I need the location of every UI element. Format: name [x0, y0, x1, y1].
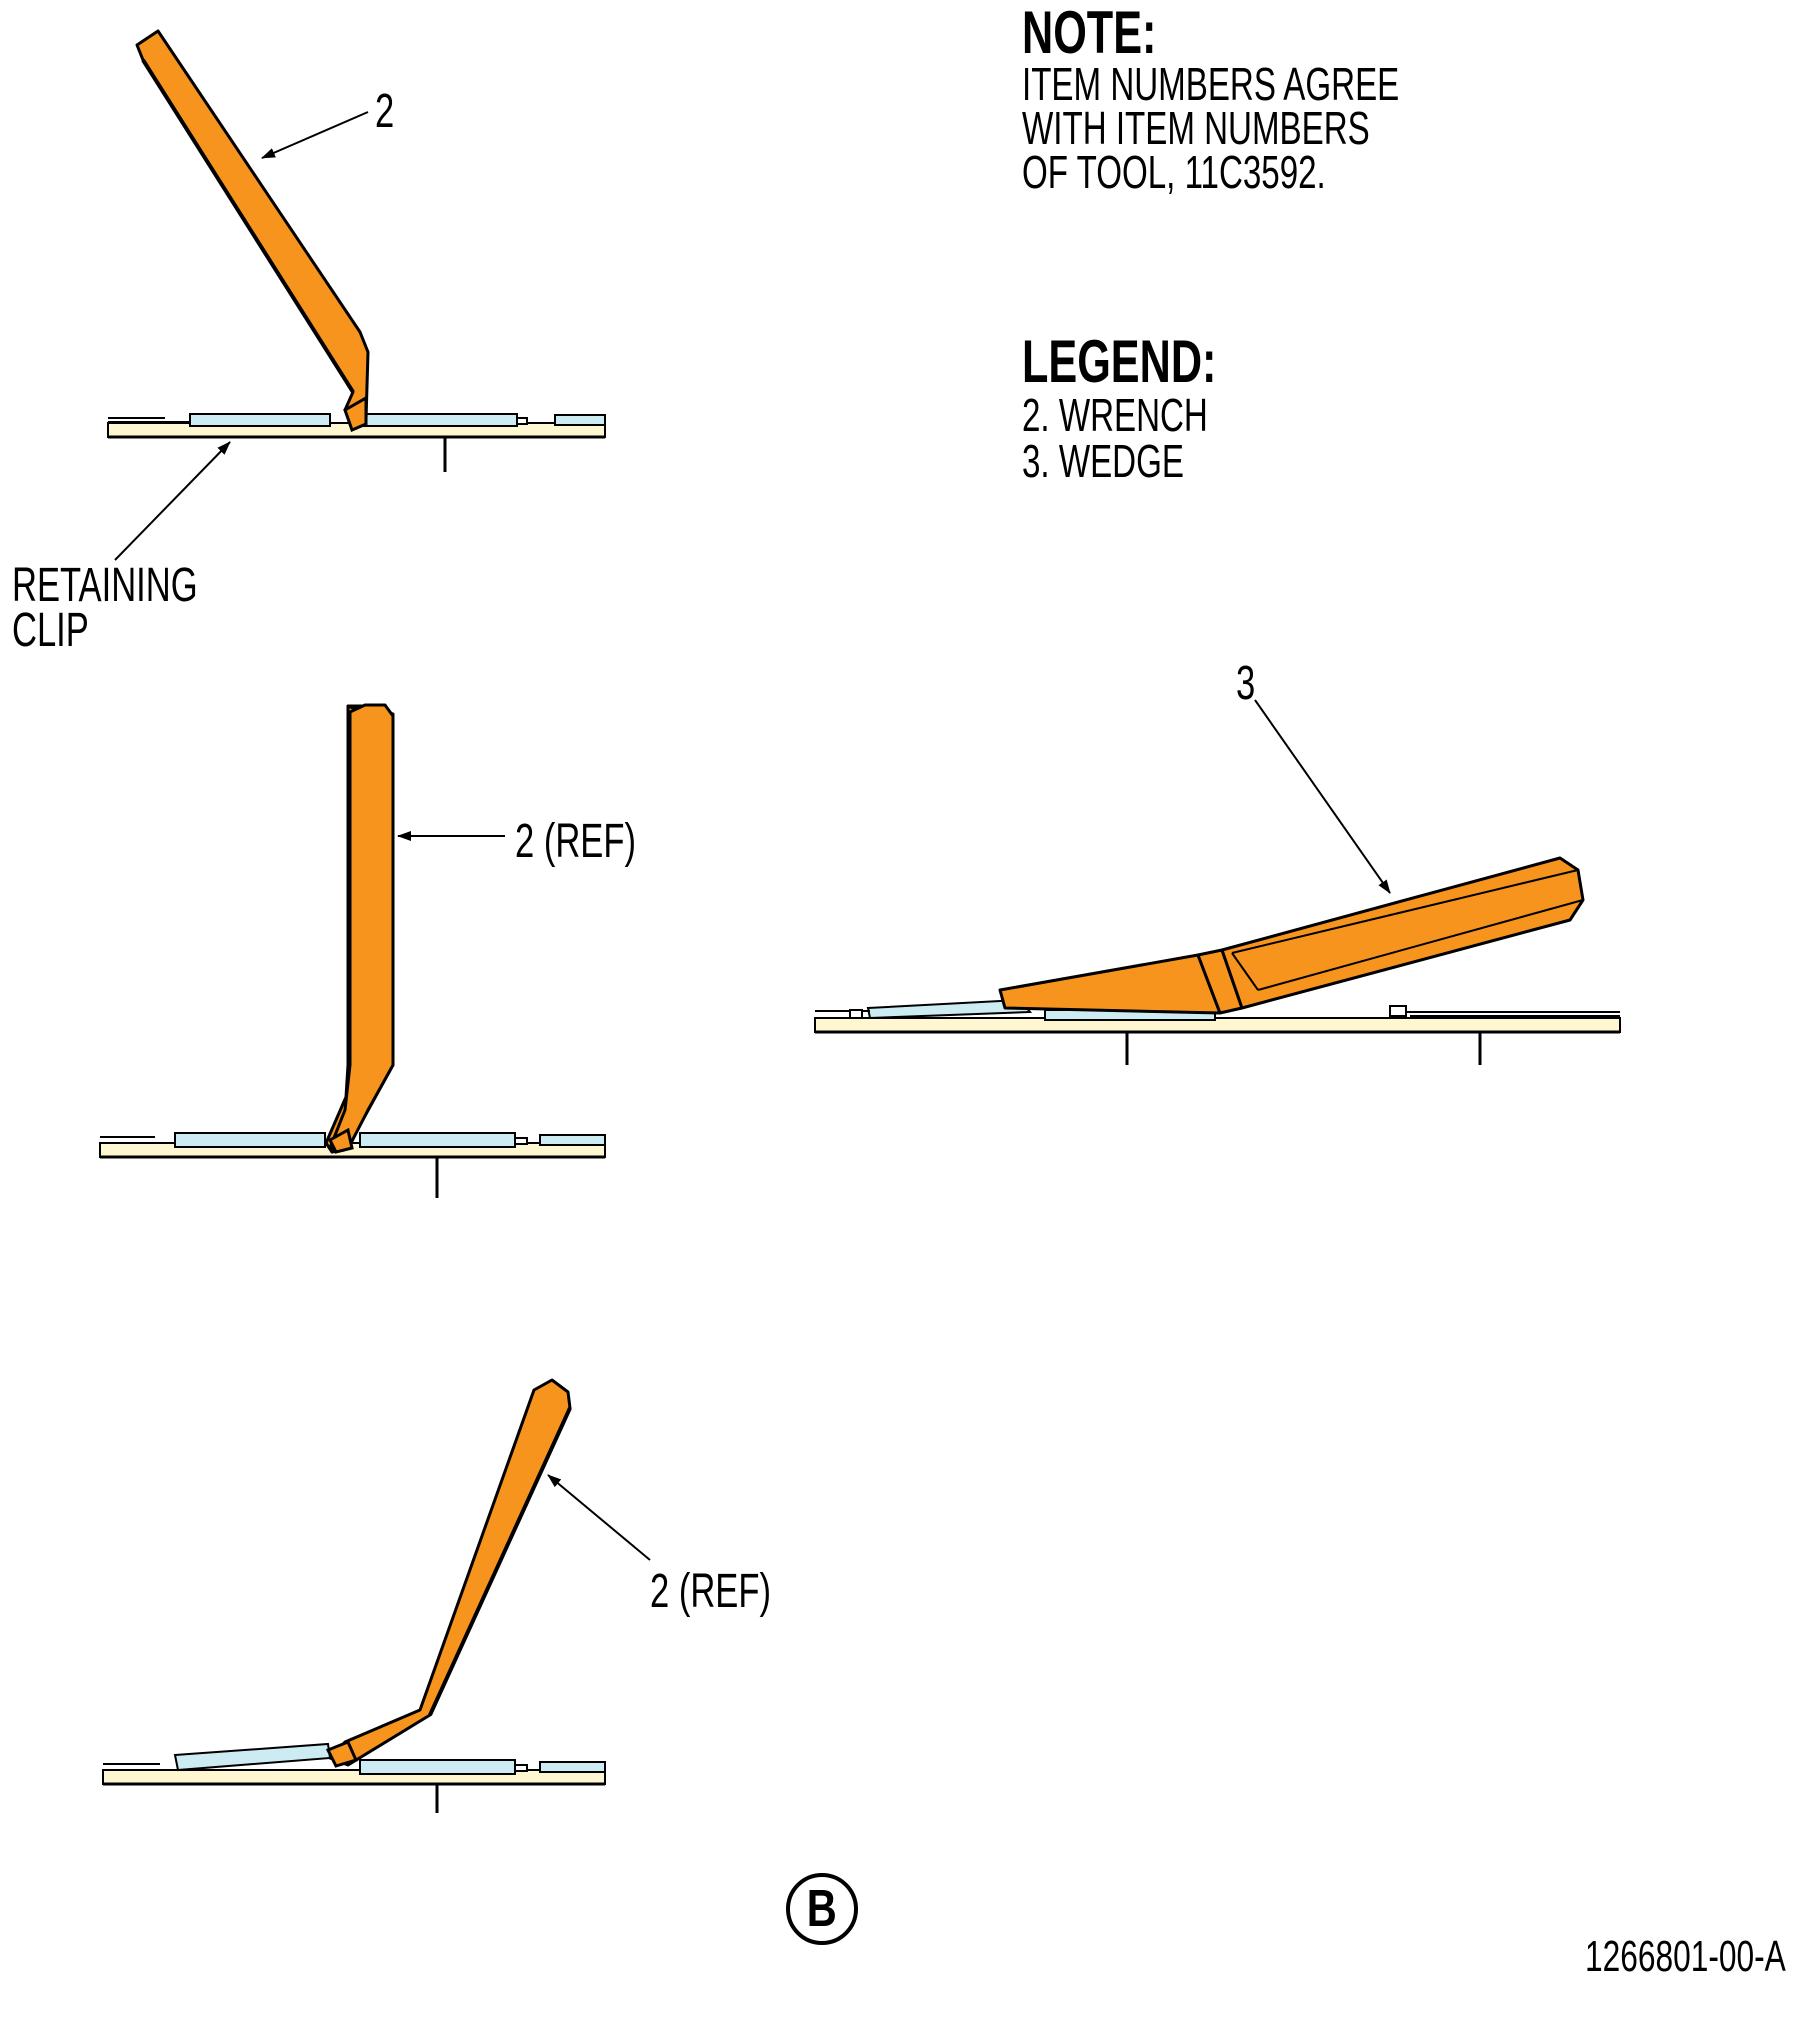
panel-4-base-assembly — [814, 998, 1621, 1065]
base-strip — [102, 1769, 606, 1785]
base-strip — [814, 1017, 1621, 1033]
note-line-3: OF TOOL, 11C3592. — [1022, 146, 1326, 198]
wrench-shaft — [328, 703, 395, 1150]
legend-item-wedge: 3. WEDGE — [1022, 435, 1184, 487]
leader-wedge-3 — [1254, 699, 1391, 894]
retaining-clip-lifted — [173, 1742, 332, 1772]
legend-block: LEGEND: 2. WRENCH 3. WEDGE — [1022, 328, 1217, 487]
callout-wrench-2-ref-bottom: 2 (REF) — [650, 1565, 771, 1618]
notch — [514, 1764, 528, 1772]
retaining-clip-right — [361, 413, 518, 427]
wrench-handle — [328, 1378, 572, 1767]
edge-block-right — [539, 1134, 606, 1146]
panel-1-base-assembly — [107, 413, 606, 472]
wrench-edge — [428, 1407, 572, 1716]
edge-block-right — [539, 1761, 606, 1773]
leader-retaining-clip — [114, 441, 231, 561]
wrench-edge — [141, 58, 355, 394]
legend-title: LEGEND: — [1022, 328, 1217, 395]
panel-wrench-tilted — [107, 29, 606, 561]
retaining-clip-left — [174, 1132, 326, 1148]
notch — [516, 417, 528, 425]
notch-left — [849, 1009, 863, 1019]
wrench-item-2-levering — [325, 1378, 572, 1768]
callout-wrench-2: 2 — [375, 85, 395, 138]
callout-retaining-clip-line-2: CLIP — [12, 604, 89, 657]
leader-wrench-2 — [261, 111, 369, 159]
notch-right — [1389, 1005, 1407, 1017]
retaining-clip-left — [189, 413, 331, 427]
leader-wrench-2-ref-bottom — [547, 1474, 651, 1561]
legend-item-wrench: 2. WRENCH — [1022, 389, 1208, 441]
retaining-clip-right — [359, 1132, 516, 1148]
note-block: NOTE: ITEM NUMBERS AGREE WITH ITEM NUMBE… — [1022, 0, 1400, 198]
edge-block-right — [554, 414, 606, 426]
wedge-facet-line — [1231, 869, 1579, 954]
note-title: NOTE: — [1022, 0, 1157, 66]
wrench-item-2-vertical — [324, 703, 395, 1154]
wedge-facet-line-2 — [1257, 899, 1584, 991]
retaining-clip-lifted — [866, 998, 1033, 1020]
wedge-facet-line-3 — [1231, 952, 1259, 991]
note-line-2: WITH ITEM NUMBERS — [1022, 102, 1370, 154]
view-label-circle: B — [786, 1873, 858, 1945]
panel-wrench-vertical — [99, 703, 606, 1198]
callout-wedge-3: 3 — [1236, 657, 1256, 710]
wrench-tip — [328, 1127, 354, 1154]
note-line-1: ITEM NUMBERS AGREE — [1022, 58, 1400, 110]
wrench-item-2-tilted — [135, 29, 370, 433]
wedge-taper — [998, 953, 1222, 1015]
retaining-clip-right — [359, 1759, 516, 1775]
wrench-tip — [343, 395, 368, 433]
panel-wrench-levering — [102, 1378, 651, 1813]
callout-retaining-clip-line-1: RETAINING — [12, 559, 198, 612]
wrench-tip — [325, 1740, 359, 1768]
callout-wrench-2-ref-middle: 2 (REF) — [515, 815, 636, 868]
drawing-number: 1266801-00-A — [1585, 1932, 1786, 1981]
wedge-item-3 — [998, 856, 1585, 1015]
notch — [514, 1137, 528, 1145]
panel-wedge — [814, 699, 1621, 1065]
view-label: B — [806, 1880, 838, 1938]
panel-3-base-assembly — [102, 1742, 606, 1813]
